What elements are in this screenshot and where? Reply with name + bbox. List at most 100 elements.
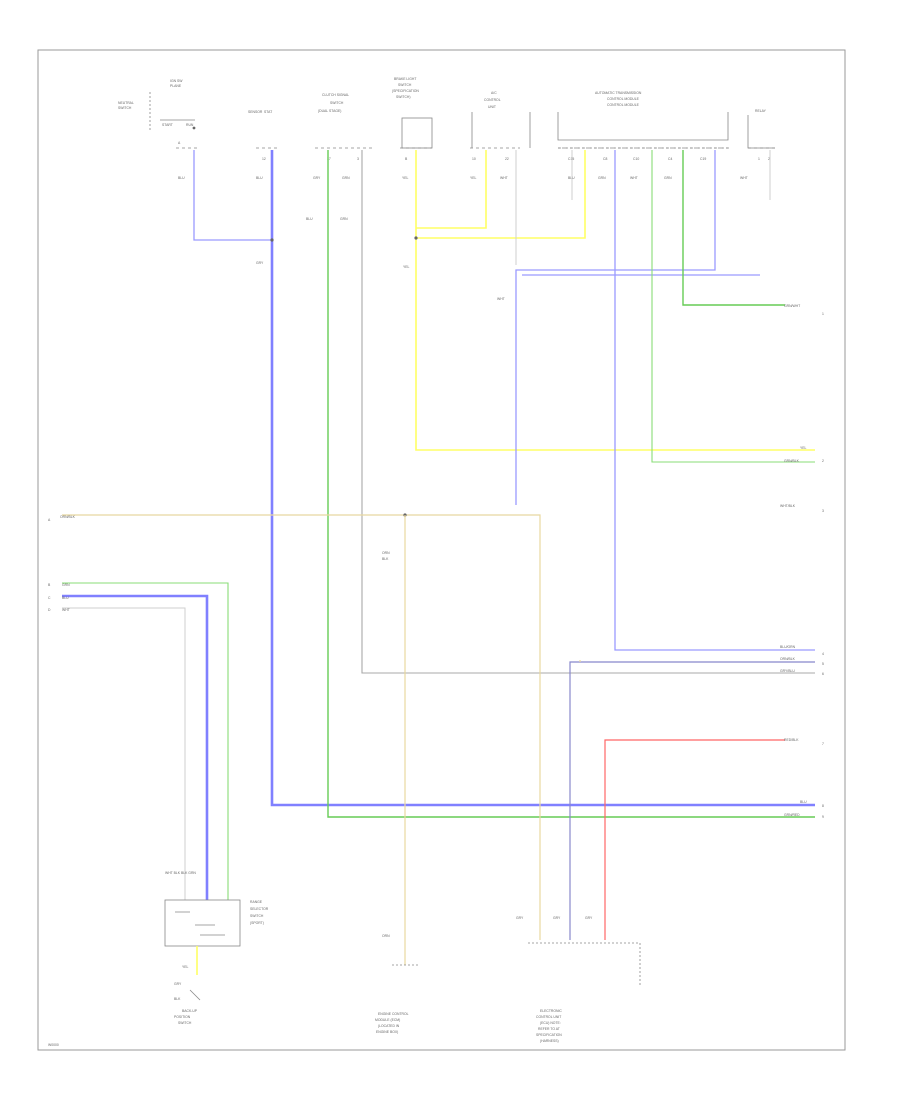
wire-label-top-9: WHT — [630, 176, 638, 180]
neutral-switch-label: NEUTRAL SWITCH — [118, 101, 134, 110]
right-conn-4: 4 — [822, 652, 824, 656]
neutral-switch-label-1: NEUTRAL — [118, 101, 134, 105]
ecm-label-3: (LOCATED IN — [378, 1024, 400, 1028]
wire-label-top-2: GRY — [313, 176, 321, 180]
wire-label-top-8: GRN — [598, 176, 606, 180]
splice-blu — [270, 238, 274, 242]
engine-control-module: ORN ENGINE CONTROL MODULE (ECM) (LOCATED… — [375, 934, 420, 1034]
right-label-wht-blk: WHT/BLK — [780, 504, 796, 508]
ecu-label-3: (ECU) NOTE: — [540, 1021, 561, 1025]
left-label-2: BLU — [62, 596, 69, 600]
left-conn-a: A — [48, 518, 51, 522]
ign-switch-label-1: IGN SW — [170, 79, 183, 83]
splice-yel — [414, 236, 418, 240]
right-conn-8: 8 — [822, 804, 824, 808]
diagram-frame — [37, 49, 846, 1051]
wire-yel-main — [415, 150, 815, 451]
right-labels: GRN/WHT YEL GRN/BLK WHT/BLK BLU/GRN ORN/… — [780, 304, 824, 819]
brake-light-switch: BRAKE LIGHT SWITCH (SPECIFICATION SWITCH… — [392, 77, 433, 149]
pin-c15: C15 — [568, 157, 574, 161]
wire-label-top-1: BLU — [256, 176, 263, 180]
acc-control-label-2: SWITCH — [330, 101, 344, 105]
sensor-bottom-1: BLK — [174, 997, 181, 1001]
ac-unit-label-3: UNIT — [488, 105, 496, 109]
ecu-wire-3: GRY — [585, 916, 593, 920]
ecu-wire-2: GRY — [553, 916, 561, 920]
wire-label-top-11: WHT — [740, 176, 748, 180]
top-wire-labels: BLU BLU GRY GRN YEL YEL WHT BLU GRN WHT … — [178, 176, 748, 180]
ecm-label-4: ENGINE BOX) — [376, 1030, 398, 1034]
wire-gry-trunk — [361, 150, 815, 674]
right-label-orn-blk: ORN/BLK — [780, 657, 796, 661]
right-conn-2: 2 — [822, 459, 824, 463]
wire-left-blu — [62, 594, 209, 900]
ecu-wire-1: GRY — [516, 916, 524, 920]
mid-label-1: GRN — [340, 217, 348, 221]
left-conn-b: B — [48, 583, 51, 587]
wire-left-grn — [62, 582, 229, 900]
pin-c19: C19 — [700, 157, 706, 161]
switch-box-label-1: RANGE — [250, 900, 263, 904]
mid-column-labels: BLU GRN GRY YEL — [256, 217, 410, 269]
right-conn-3: 3 — [822, 509, 824, 513]
ecu-label-4: REFER TO AT — [538, 1027, 560, 1031]
pin-b: B — [405, 157, 408, 161]
left-label-3: WHT — [62, 608, 70, 612]
right-label-blu: BLU — [800, 800, 807, 804]
meter-label-1: SENSOR — [248, 110, 263, 114]
wire-label-top-6: WHT — [500, 176, 508, 180]
wire-left-wht — [62, 607, 186, 900]
backup-label-2: POSITION — [174, 1015, 191, 1019]
ecu-label-2: CONTROL UNIT — [536, 1015, 561, 1019]
wire-gry-blu — [569, 661, 815, 940]
switch-box-label-3: SWITCH — [250, 914, 264, 918]
wire-red-blk — [604, 739, 785, 940]
backup-label-1: BACK-UP — [182, 1009, 198, 1013]
wire-yel-branch-2 — [416, 150, 487, 229]
ign-switch-stat-1: START — [162, 123, 173, 127]
left-labels: ORN/BLK GRN BLU WHT A B C D — [48, 515, 76, 612]
ecu-label-1: ELECTRONIC — [540, 1009, 562, 1013]
ign-switch-stat-2: RUN — [186, 123, 194, 127]
right-conn-7: 7 — [822, 742, 824, 746]
brake-switch-label-3: (SPECIFICATION — [392, 89, 419, 93]
left-label-0: ORN/BLK — [60, 515, 76, 519]
acc-control-label-1: CLUTCH SIGNAL — [322, 93, 349, 97]
wire-yel-branch — [416, 150, 586, 239]
pin-3: 3 — [357, 157, 359, 161]
ac-control-unit: A/C CONTROL UNIT — [471, 91, 531, 148]
left-label-1: GRN — [62, 583, 70, 587]
wire-label-top-4: YEL — [402, 176, 409, 180]
mid-label-3: YEL — [403, 265, 410, 269]
brake-switch-label-1: BRAKE LIGHT — [394, 77, 416, 81]
tcm-label-1: AUTOMATIC TRANSMISSION — [595, 91, 642, 95]
ign-switch-label-2: PLANE — [170, 84, 182, 88]
right-label-blu-grn: BLU/GRN — [780, 645, 796, 649]
center-label-0: ORN — [382, 551, 390, 555]
right-conn-9: 9 — [822, 815, 824, 819]
ecu-label-6: (HARNESS) — [540, 1039, 559, 1043]
meter-label: SENSOR STAT — [248, 110, 272, 114]
pin-c4: C4 — [668, 157, 672, 161]
right-conn-1: 1 — [822, 312, 824, 316]
right-label-yel: YEL — [800, 446, 807, 450]
wire-orn-blk — [62, 514, 541, 940]
ac-unit-label-1: A/C — [491, 91, 497, 95]
ac-unit-label-2: CONTROL — [484, 98, 501, 102]
left-conn-c: C — [48, 596, 51, 600]
pin-c10: C10 — [633, 157, 639, 161]
right-label-gry-blu: GRY/BLU — [780, 669, 795, 673]
pin-22: 22 — [505, 157, 509, 161]
pin-10: 10 — [472, 157, 476, 161]
sensor-bottom-0: GRY — [174, 982, 182, 986]
mid-label-0: BLU — [306, 217, 313, 221]
brake-switch-label-2: SWITCH — [398, 83, 412, 87]
mid-label-2: GRY — [256, 261, 264, 265]
neutral-switch-label-2: SWITCH — [118, 106, 132, 110]
ecm-wire-0: ORN — [382, 934, 390, 938]
wire-label-top-5: YEL — [470, 176, 477, 180]
pin-12: 12 — [262, 157, 266, 161]
right-conn-6: 6 — [822, 672, 824, 676]
pin-labels: A 12 17 3 B 10 22 C15 C8 C10 C4 C19 1 2 — [178, 141, 770, 161]
wht-blu-tag: WHT — [497, 297, 505, 301]
